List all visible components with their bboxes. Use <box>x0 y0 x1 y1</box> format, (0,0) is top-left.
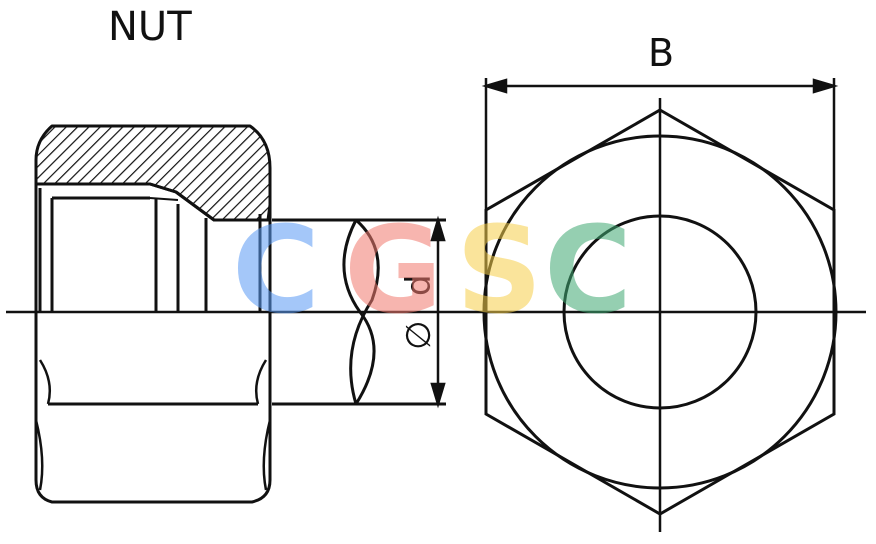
watermark-letter-1: C <box>232 202 320 341</box>
bore-outline <box>40 182 270 222</box>
watermark-letter-2: G <box>344 202 443 341</box>
width-label: B <box>648 31 674 75</box>
width-dimension <box>481 78 839 210</box>
watermark-letter-4: C <box>544 202 632 341</box>
diameter-label: d <box>399 274 439 296</box>
diameter-symbol: ∅ <box>399 320 439 350</box>
nut-side-view <box>34 124 272 504</box>
nut-outer-body <box>34 184 272 504</box>
break-symbol <box>349 218 380 405</box>
watermark: C G S C <box>232 202 632 341</box>
drawing-title: NUT <box>108 4 192 50</box>
watermark-letter-3: S <box>456 202 542 341</box>
